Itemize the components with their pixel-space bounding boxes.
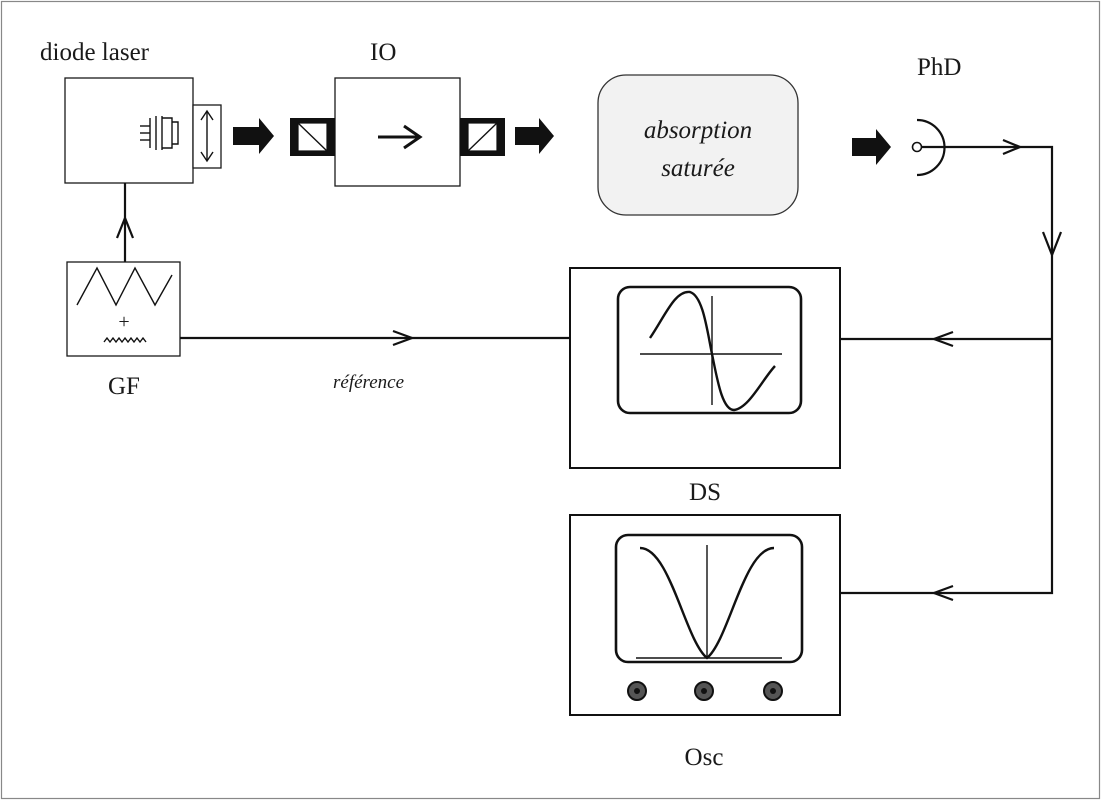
isolator-direction-arrow: [378, 124, 423, 150]
diode-laser-box: [64, 77, 194, 184]
osc-label: Osc: [685, 744, 724, 771]
photodiode-block: PhD: [911, 54, 961, 177]
ds-derivative-signal: [649, 290, 776, 412]
absorption-label-line1: absorption: [644, 117, 752, 144]
osc-screen: [614, 533, 804, 664]
ds-screen: [616, 285, 803, 415]
absorption-label-line2: saturée: [661, 155, 735, 182]
function-generator-box: [66, 261, 181, 357]
laser-diode-icon: [140, 116, 179, 150]
optical-isolator-block: IO: [290, 39, 505, 187]
reference-wire: référence: [180, 329, 570, 393]
reference-label: référence: [333, 372, 404, 393]
function-generator-block: + GF: [66, 183, 181, 400]
function-generator-label: GF: [108, 373, 140, 400]
gf-plus-sign: +: [118, 311, 129, 333]
absorption-box: [597, 74, 799, 216]
osc-absorption-dip-signal: [639, 546, 775, 660]
beam-arrow-3: [852, 129, 891, 165]
ds-label: DS: [689, 479, 721, 506]
photodiode-output-wire: [840, 138, 1063, 602]
osc-knobs: [627, 681, 783, 701]
oscilloscope-block: Osc: [569, 514, 841, 771]
diode-laser-block: diode laser: [40, 39, 222, 184]
triangle-wave-icon: [76, 266, 173, 307]
modulation-wave-icon: [103, 336, 147, 344]
photodiode-label: PhD: [917, 54, 961, 81]
lens-double-arrow-icon: [200, 109, 214, 163]
beam-arrow-1: [233, 118, 274, 154]
isolator-box: [334, 77, 461, 187]
isolator-label: IO: [370, 39, 396, 66]
saturated-absorption-block: absorption saturée: [597, 74, 799, 216]
synchronous-detector-block: DS: [569, 267, 841, 506]
gf-to-diode-arrow: [115, 215, 135, 239]
diode-laser-label: diode laser: [40, 39, 150, 66]
beam-arrow-2: [515, 118, 554, 154]
